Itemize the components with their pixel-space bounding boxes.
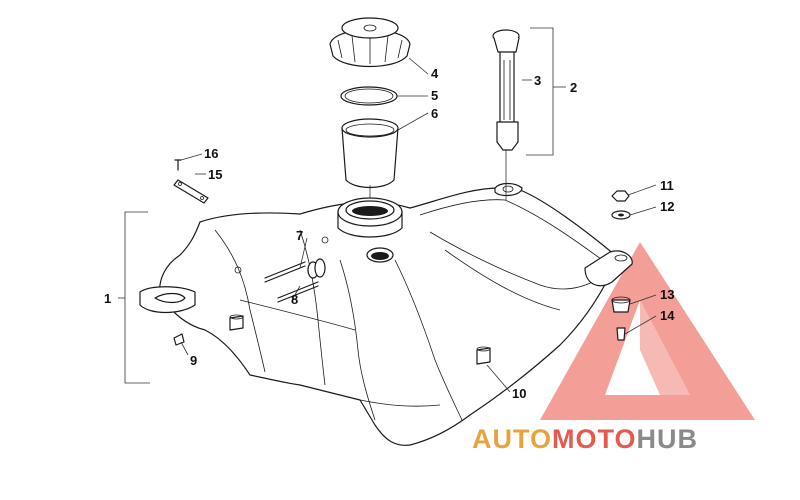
callout-7: 7 xyxy=(296,228,303,243)
callout-labels: 1 2 3 4 5 6 7 8 9 10 11 12 13 14 15 16 xyxy=(104,66,675,401)
gasket xyxy=(340,86,398,106)
watermark-word-moto: MOTO xyxy=(552,424,637,454)
fuel-cap xyxy=(329,17,411,68)
callout-14: 14 xyxy=(660,308,675,323)
watermark-word-auto: AUTO xyxy=(472,424,552,454)
svg-text:AUTOMOTOHUB: AUTOMOTOHUB xyxy=(472,424,698,454)
mount-hardware xyxy=(611,190,631,341)
callout-6: 6 xyxy=(431,106,438,121)
callout-8: 8 xyxy=(291,292,298,307)
callout-5: 5 xyxy=(431,88,438,103)
filler-strainer xyxy=(341,118,399,189)
watermark-text: AUTOMOTOHUB xyxy=(472,424,698,454)
callout-3: 3 xyxy=(534,73,541,88)
stud-bolts xyxy=(264,258,326,303)
callout-16: 16 xyxy=(204,146,218,161)
watermark-logo xyxy=(540,242,755,420)
callout-9: 9 xyxy=(190,353,197,368)
fuel-gauge xyxy=(492,29,520,151)
callout-2: 2 xyxy=(570,80,577,95)
callout-4: 4 xyxy=(431,66,439,81)
callout-1: 1 xyxy=(104,291,111,306)
fuel-tank xyxy=(139,182,633,446)
leader-lines xyxy=(118,27,657,393)
callout-11: 11 xyxy=(660,178,674,193)
callout-13: 13 xyxy=(660,287,674,302)
watermark-word-hub: HUB xyxy=(637,424,699,454)
callout-15: 15 xyxy=(208,167,222,182)
callout-10: 10 xyxy=(512,386,526,401)
callout-12: 12 xyxy=(660,199,674,214)
